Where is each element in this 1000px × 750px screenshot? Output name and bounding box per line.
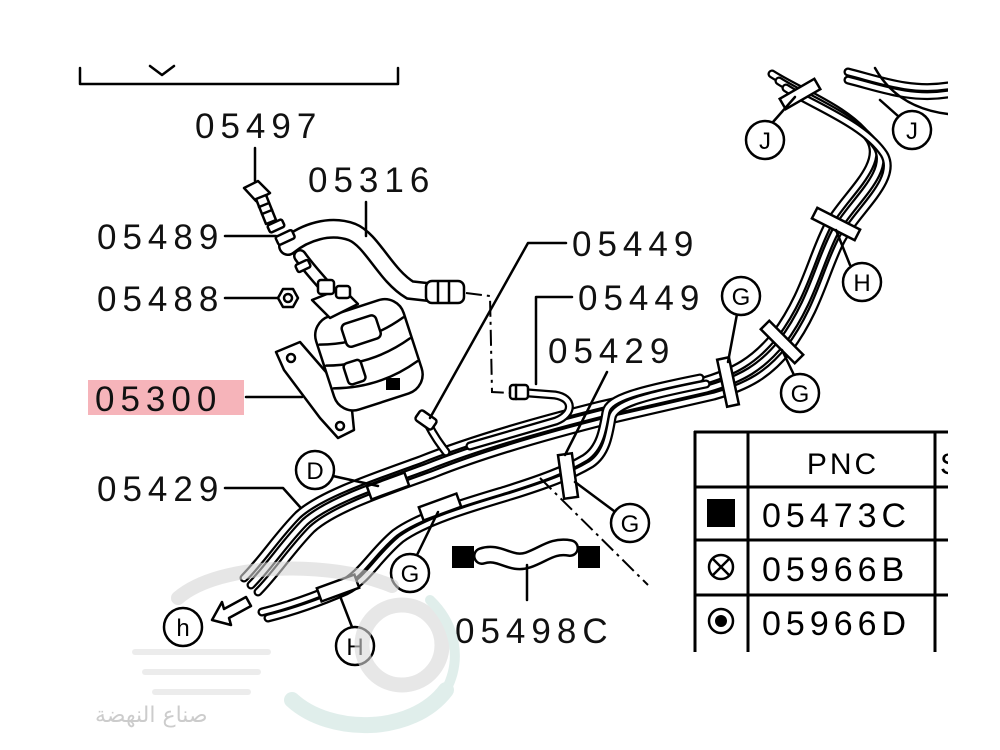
callout-G-middle: G xyxy=(389,510,440,594)
part-label-05449-upper[interactable]: 05449 xyxy=(572,225,699,264)
callout-G-upper-left: G xyxy=(720,275,762,364)
canister-05300 xyxy=(274,278,424,440)
filled-square-icon xyxy=(707,499,735,527)
callout-D: D xyxy=(294,449,380,491)
part-label-05316[interactable]: 05316 xyxy=(308,161,435,200)
callout-G-right: G xyxy=(573,480,651,544)
callout-J-right: J xyxy=(878,98,933,151)
highlight-05300 xyxy=(88,380,244,415)
part-label-05449-lower[interactable]: 05449 xyxy=(578,279,705,318)
fitting-05449-upper xyxy=(414,409,438,431)
callout-letter: H xyxy=(853,270,870,297)
hose-05498C xyxy=(473,538,579,571)
fitting-05449-lower xyxy=(508,383,530,401)
direction-arrow-icon xyxy=(210,595,253,627)
leader-lines xyxy=(223,146,609,602)
callout-G-upper-right: G xyxy=(779,348,821,414)
table-header-pnc: PNC xyxy=(807,448,879,481)
nut-05488 xyxy=(276,287,300,309)
callout-h: h xyxy=(162,606,204,648)
part-label-05429-right[interactable]: 05429 xyxy=(548,332,675,371)
filled-square-marker-left xyxy=(452,546,474,568)
filled-square-marker-right xyxy=(578,546,600,568)
callout-J-left: J xyxy=(744,95,797,161)
callout-letter: J xyxy=(906,118,918,145)
reference-line-hose xyxy=(465,292,511,394)
callout-letter: J xyxy=(759,128,771,155)
table-cell-pnc: 05966B xyxy=(762,551,909,589)
part-label-05488[interactable]: 05488 xyxy=(97,280,224,319)
clips-05489 xyxy=(266,218,312,274)
table-header-next-partial: S xyxy=(940,448,963,481)
part-label-05497[interactable]: 05497 xyxy=(195,107,322,146)
group-bracket xyxy=(78,64,400,86)
part-label-05300[interactable]: 05300 xyxy=(95,380,222,419)
callout-letter: G xyxy=(732,284,751,311)
part-label-05489[interactable]: 05489 xyxy=(97,218,224,257)
watermark-logo xyxy=(132,561,460,733)
tube-clips xyxy=(315,77,862,604)
callout-letter: h xyxy=(176,615,189,642)
callout-letter: G xyxy=(401,561,420,588)
table-cell-pnc: 05966D xyxy=(762,605,911,643)
upper-right-tube-bundle xyxy=(848,66,948,116)
part-label-05429-left[interactable]: 05429 xyxy=(97,470,224,509)
circle-x-icon xyxy=(707,553,735,581)
watermark-text: صناع النهضة xyxy=(95,703,208,728)
circle-dot-icon xyxy=(707,607,735,635)
callout-letter: G xyxy=(621,511,640,538)
part-label-05498C[interactable]: 05498C xyxy=(455,612,614,651)
callout-letter: G xyxy=(791,381,810,408)
callout-letter: D xyxy=(306,458,323,485)
table-cell-pnc: 05473C xyxy=(762,497,911,535)
callout-H-upper: H xyxy=(834,228,883,303)
legend-table: PNC S 05473C 05966B 05966D xyxy=(693,430,963,654)
reference-line-diagonal xyxy=(539,477,649,586)
bolt-05497 xyxy=(242,179,278,226)
hose-05316 xyxy=(278,218,466,305)
